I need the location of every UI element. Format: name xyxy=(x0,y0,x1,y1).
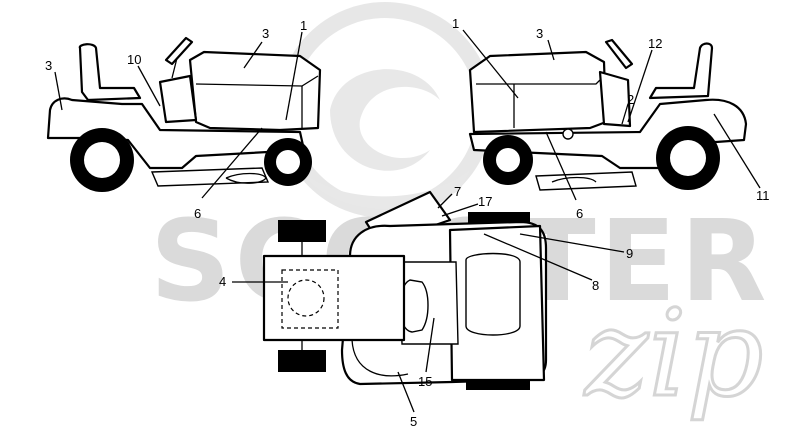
leader-lines xyxy=(54,29,761,413)
callout-6: 6 xyxy=(194,206,201,221)
callout-17: 17 xyxy=(478,194,492,209)
callout-2: 2 xyxy=(627,92,634,107)
callouts: 3 10 3 1 6 1 3 12 2 6 11 7 17 9 8 4 15 5 xyxy=(45,16,770,429)
callout-3: 3 xyxy=(45,58,52,73)
callout-6: 6 xyxy=(576,206,583,221)
callout-3: 3 xyxy=(536,26,543,41)
side-view-left xyxy=(46,36,322,192)
callout-1: 1 xyxy=(452,16,459,31)
callout-8: 8 xyxy=(592,278,599,293)
callout-7: 7 xyxy=(454,184,461,199)
callout-15: 15 xyxy=(418,374,432,389)
callout-9: 9 xyxy=(626,246,633,261)
watermark-script: zip xyxy=(583,285,763,424)
callout-11: 11 xyxy=(756,188,770,203)
side-view-right xyxy=(468,38,748,191)
callout-3: 3 xyxy=(262,26,269,41)
callout-1: 1 xyxy=(300,18,307,33)
callout-5: 5 xyxy=(410,414,417,429)
callout-12: 12 xyxy=(648,36,662,51)
callout-4: 4 xyxy=(219,274,226,289)
top-view xyxy=(262,190,548,390)
callout-10: 10 xyxy=(127,52,141,67)
